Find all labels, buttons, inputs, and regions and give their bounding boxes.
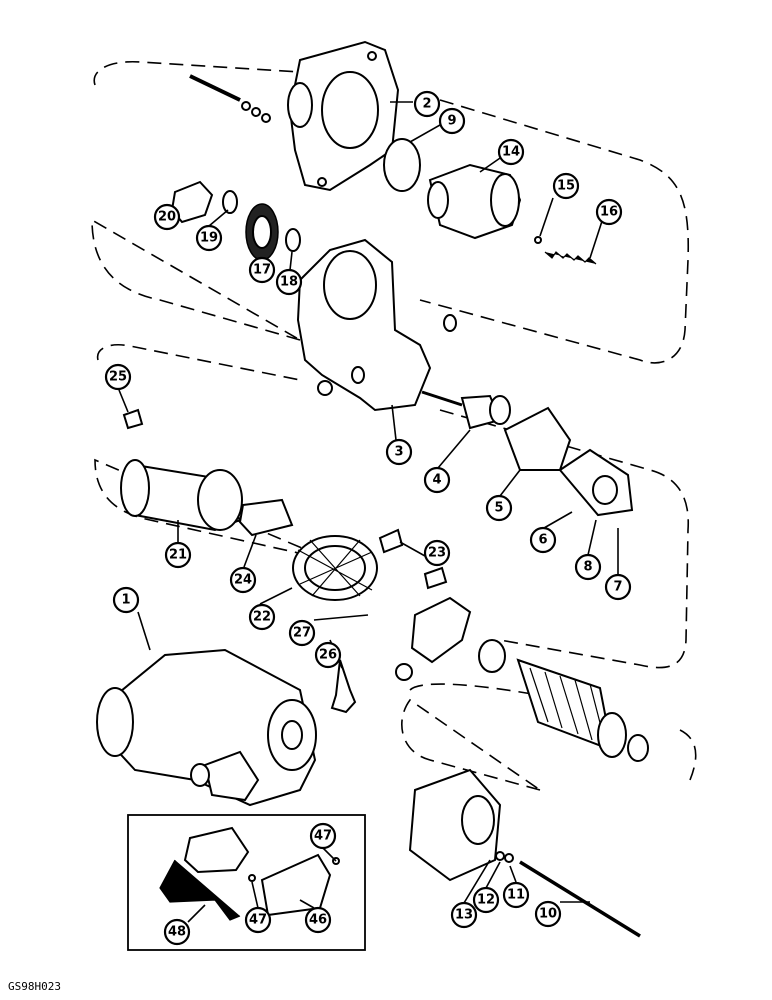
callout-23: 23 xyxy=(423,539,451,567)
callout-16: 16 xyxy=(595,198,623,226)
callout-11: 11 xyxy=(502,881,530,909)
washer-b xyxy=(504,853,514,863)
group-outline-upper xyxy=(91,60,690,364)
callout-10: 10 xyxy=(534,900,562,928)
callout-25: 25 xyxy=(104,363,132,391)
callout-label: 21 xyxy=(169,548,187,563)
callout-label: 2 xyxy=(422,97,431,112)
callout-label: 27 xyxy=(293,626,311,641)
commutator-end-housing xyxy=(408,768,502,882)
drive-end-housing xyxy=(287,40,400,192)
callout-label: 20 xyxy=(158,210,176,225)
callout-label: 25 xyxy=(109,370,127,385)
callout-label: 26 xyxy=(319,648,337,663)
o-ring xyxy=(383,138,421,192)
pole-shoe xyxy=(238,498,294,537)
callout-label: 22 xyxy=(253,610,271,625)
callout-12: 12 xyxy=(472,886,500,914)
callout-1: 1 xyxy=(112,586,140,614)
detail-inset xyxy=(127,814,366,951)
washer-a xyxy=(495,851,505,861)
callout-3: 3 xyxy=(385,438,413,466)
callout-label: 23 xyxy=(428,546,446,561)
callout-46: 46 xyxy=(304,906,332,934)
field-coils xyxy=(292,528,448,601)
callout-26: 26 xyxy=(314,641,342,669)
callout-2: 2 xyxy=(413,90,441,118)
callout-label: 7 xyxy=(613,580,622,595)
callout-label: 6 xyxy=(538,533,547,548)
callout-label: 24 xyxy=(234,573,252,588)
callout-47-bottom: 47 xyxy=(244,906,272,934)
starter-assembly xyxy=(96,648,317,807)
group-outline-lower xyxy=(401,683,697,791)
callout-4: 4 xyxy=(423,466,451,494)
callout-7: 7 xyxy=(604,573,632,601)
callout-label: 9 xyxy=(447,114,456,129)
callout-15: 15 xyxy=(552,172,580,200)
callout-label: 13 xyxy=(455,908,473,923)
callout-19: 19 xyxy=(195,224,223,252)
callout-label: 3 xyxy=(394,445,403,460)
callout-8: 8 xyxy=(574,553,602,581)
callout-label: 47 xyxy=(249,913,267,928)
callout-48: 48 xyxy=(163,918,191,946)
callout-13: 13 xyxy=(450,901,478,929)
callout-label: 48 xyxy=(168,925,186,940)
callout-label: 4 xyxy=(432,473,441,488)
callout-label: 47 xyxy=(314,829,332,844)
callout-label: 16 xyxy=(600,205,618,220)
callout-17: 17 xyxy=(248,256,276,284)
field-frame-shell xyxy=(120,459,243,532)
callout-21: 21 xyxy=(164,541,192,569)
through-bolt-upper xyxy=(189,74,271,123)
callout-label: 11 xyxy=(507,888,525,903)
group-outline-middle xyxy=(94,344,690,669)
callout-label: 46 xyxy=(309,913,327,928)
callout-label: 5 xyxy=(494,501,503,516)
callout-label: 15 xyxy=(557,179,575,194)
callout-24: 24 xyxy=(229,566,257,594)
solenoid-cover xyxy=(558,448,634,517)
callout-27: 27 xyxy=(288,619,316,647)
armature xyxy=(516,658,649,762)
callout-label: 19 xyxy=(200,231,218,246)
callout-9: 9 xyxy=(438,107,466,135)
leader-lines xyxy=(118,101,619,923)
callout-47-top: 47 xyxy=(309,822,337,850)
through-bolt-lower xyxy=(519,860,641,938)
plug xyxy=(122,408,144,430)
figure-code: GS98H023 xyxy=(8,980,61,993)
callout-label: 14 xyxy=(502,145,520,160)
callout-14: 14 xyxy=(497,138,525,166)
callout-20: 20 xyxy=(153,203,181,231)
brush-holder xyxy=(395,596,506,681)
spring xyxy=(544,251,597,265)
gasket xyxy=(503,406,572,471)
callout-label: 18 xyxy=(280,275,298,290)
gear-housing xyxy=(296,238,457,412)
callout-label: 17 xyxy=(253,263,271,278)
ball xyxy=(534,236,542,244)
drive-pinion xyxy=(427,163,522,240)
callout-6: 6 xyxy=(529,526,557,554)
callout-22: 22 xyxy=(248,603,276,631)
callout-18: 18 xyxy=(275,268,303,296)
callout-label: 8 xyxy=(583,560,592,575)
callout-label: 10 xyxy=(539,907,557,922)
callout-label: 1 xyxy=(121,593,130,608)
callout-label: 12 xyxy=(477,893,495,908)
plunger xyxy=(421,390,511,430)
field-lead xyxy=(330,659,357,714)
planet-gear-group xyxy=(170,180,301,261)
callout-5: 5 xyxy=(485,494,513,522)
